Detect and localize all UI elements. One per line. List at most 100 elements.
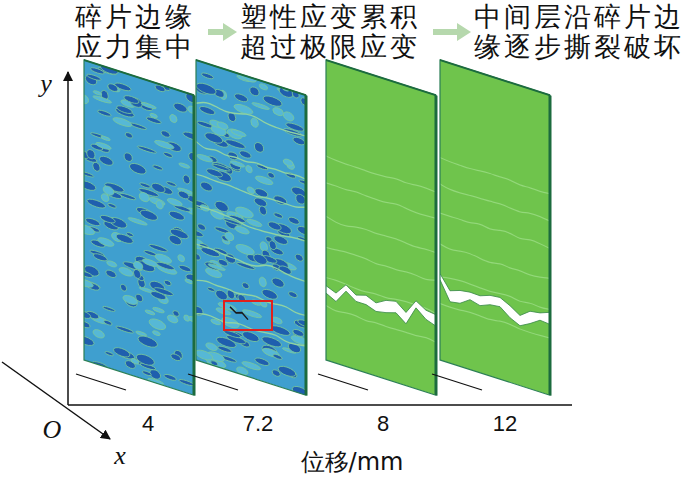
stress-blob: [196, 348, 213, 362]
stress-blob: [169, 210, 184, 222]
stress-blob: [116, 325, 134, 334]
panel-outline: [196, 60, 306, 395]
stress-blob: [170, 114, 177, 124]
panel-ground: [84, 60, 194, 395]
stress-blob: [246, 165, 252, 174]
stress-blob: [93, 95, 112, 105]
stress-blob: [114, 346, 130, 359]
stage-note: 中间层沿碎片边 缘逐步撕裂破坏: [474, 2, 692, 62]
strain-line: [326, 245, 436, 283]
stress-blob: [117, 104, 133, 115]
panel-ground: [196, 60, 306, 395]
stress-blob: [93, 90, 101, 96]
panel-outline: [84, 60, 194, 395]
strain-line: [440, 211, 550, 249]
stress-blob: [164, 152, 173, 159]
panel-surface: [440, 60, 550, 395]
stress-blob: [86, 217, 101, 228]
stress-blob: [262, 288, 277, 301]
stress-blob: [164, 279, 171, 286]
base-line: [432, 374, 482, 390]
panel-surface: [196, 60, 306, 395]
stress-blob: [196, 252, 201, 261]
stress-blob: [129, 161, 146, 176]
stress-blob: [242, 360, 261, 372]
panel-edge: [434, 95, 437, 395]
stress-blob: [84, 277, 93, 289]
glass-panel: [316, 57, 446, 399]
panel-surface: [84, 60, 194, 395]
stress-blob: [93, 161, 100, 172]
strain-line: [440, 184, 550, 222]
stress-blob: [293, 136, 305, 146]
stress-blob: [137, 145, 156, 155]
base-line: [76, 374, 126, 390]
stress-blob: [292, 385, 306, 396]
stress-blob: [98, 109, 112, 117]
stress-blob: [242, 330, 259, 344]
stress-blob: [254, 141, 263, 153]
stress-blob: [251, 117, 258, 128]
stress-blob: [164, 373, 176, 381]
stress-blob: [200, 181, 212, 193]
stress-blob: [234, 92, 247, 103]
glass-panel: [188, 55, 312, 400]
stress-blob: [84, 94, 88, 105]
stress-blob: [196, 305, 203, 317]
stress-blob: [121, 284, 127, 292]
stress-blob: [139, 191, 149, 203]
stress-blob: [278, 364, 296, 378]
panel-outline: [326, 60, 436, 395]
stress-blob: [270, 324, 290, 338]
stress-blob: [150, 113, 157, 119]
y-axis: [67, 72, 69, 405]
stress-blob: [218, 345, 232, 354]
stress-blob: [173, 310, 179, 317]
stress-blob: [156, 200, 163, 210]
panel-ground: [326, 60, 436, 395]
stress-blob: [103, 305, 116, 312]
stress-blob: [207, 287, 214, 293]
stress-blob: [108, 83, 118, 93]
stress-blob: [288, 216, 299, 226]
stress-blob: [138, 334, 157, 349]
panel-edge: [440, 60, 550, 95]
flow-arrow: [208, 29, 227, 35]
stress-blob: [296, 193, 305, 205]
stress-blob: [161, 130, 170, 139]
stage-text: 塑性应变累积 超过极限应变: [240, 2, 430, 62]
stress-blob: [201, 72, 213, 80]
panel-edge: [196, 60, 306, 95]
flow-arrow: [433, 29, 461, 35]
stress-blob: [93, 328, 104, 339]
stress-blob: [196, 81, 216, 97]
stress-blob: [283, 158, 293, 167]
stress-blob: [208, 263, 225, 272]
stress-blob: [136, 352, 154, 367]
strain-line: [196, 277, 306, 316]
tick-label: 7.2: [243, 411, 274, 437]
stress-blob: [178, 190, 189, 200]
stress-blob: [154, 286, 173, 297]
stress-blob: [128, 216, 147, 226]
stress-blob: [113, 116, 132, 129]
stress-blob: [197, 153, 213, 163]
stress-blob: [84, 320, 90, 329]
panel-edge: [326, 60, 436, 95]
stress-blob: [259, 205, 266, 216]
stress-blob: [171, 353, 181, 362]
stress-blob: [183, 130, 194, 142]
stress-blob: [174, 102, 187, 114]
panel-edge: [548, 95, 551, 395]
tick-label: 4: [142, 411, 154, 437]
stress-blob: [242, 308, 261, 319]
stress-blob: [197, 223, 205, 231]
stress-blob: [225, 138, 245, 150]
strain-line: [326, 156, 436, 193]
stress-blob: [87, 197, 106, 210]
panel-outline: [440, 60, 550, 395]
stage-note: 碎片边缘 应力集中: [75, 2, 205, 62]
tick-label: 12: [493, 411, 517, 437]
stress-blob: [106, 269, 116, 279]
